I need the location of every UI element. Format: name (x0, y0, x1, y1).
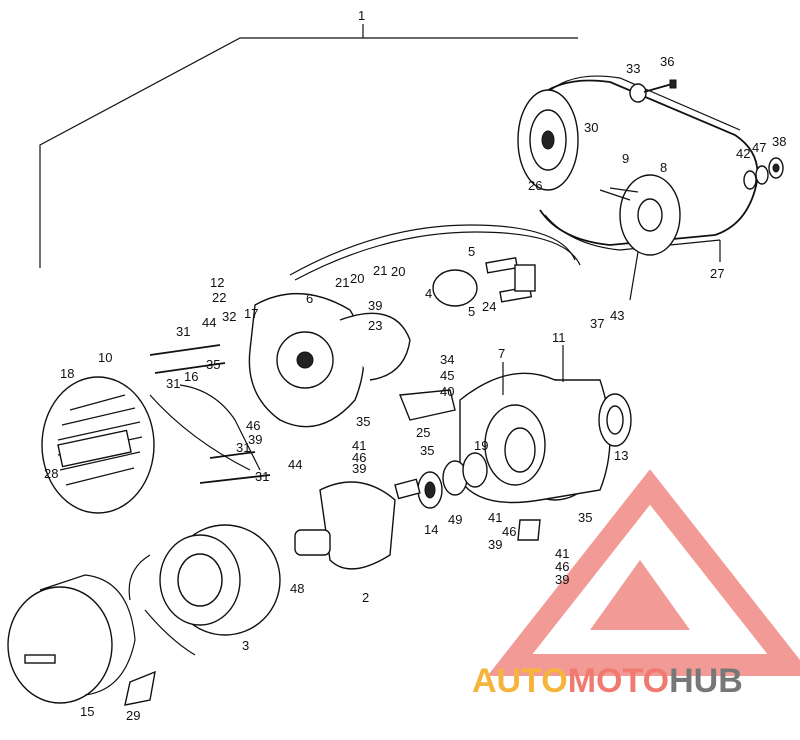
callout-26: 26 (528, 178, 542, 193)
callout-42: 42 (736, 146, 750, 161)
watermark-hub: HUB (669, 662, 743, 700)
fastener-group-16 (149, 384, 261, 471)
callout-31d: 31 (255, 469, 269, 484)
bearing-14-49 (417, 452, 488, 509)
stator-housing-7-11 (459, 372, 611, 541)
callout-45: 45 (440, 368, 454, 383)
svg-text:AUTOMOTOHUB: AUTOMOTOHUB (472, 662, 743, 700)
callout-46a: 46 (246, 418, 260, 433)
label-29 (124, 670, 156, 706)
callout-4: 4 (425, 286, 432, 301)
callout-39e: 39 (368, 298, 382, 313)
assembly-bracket (39, 24, 578, 268)
callout-20b: 20 (391, 264, 405, 279)
callout-1: 1 (358, 8, 365, 23)
callout-15: 15 (80, 704, 94, 719)
callout-46b: 46 (352, 450, 366, 465)
callout-41b: 41 (488, 510, 502, 525)
callout-39a: 39 (248, 432, 262, 447)
callout-17: 17 (244, 306, 258, 321)
callout-28: 28 (44, 466, 58, 481)
callout-31c: 31 (236, 440, 250, 455)
callout-19: 19 (474, 438, 488, 453)
callout-44b: 44 (288, 457, 302, 472)
callout-13: 13 (614, 448, 628, 463)
callout-30: 30 (584, 120, 598, 135)
callout-16: 16 (184, 369, 198, 384)
bolt-33-36 (629, 79, 677, 103)
callout-3: 3 (242, 638, 249, 653)
callout-41c: 41 (555, 546, 569, 561)
callout-21b: 21 (373, 263, 387, 278)
wiring-harness (289, 224, 581, 281)
callout-34: 34 (440, 352, 454, 367)
callout-14: 14 (424, 522, 438, 537)
callout-37: 37 (590, 316, 604, 331)
watermark-logo: AUTOMOTOHUB (472, 662, 743, 700)
callout-5a: 5 (468, 244, 475, 259)
callout-11: 11 (552, 330, 566, 345)
callout-31a: 31 (176, 324, 190, 339)
leader-lines (502, 187, 721, 395)
callout-39c: 39 (488, 537, 502, 552)
callout-6: 6 (306, 291, 313, 306)
terminal-plate (432, 256, 536, 307)
callout-39b: 39 (352, 461, 366, 476)
callout-10: 10 (98, 350, 112, 365)
callout-2: 2 (362, 590, 369, 605)
callout-38: 38 (772, 134, 786, 149)
callout-23: 23 (368, 318, 382, 333)
callout-35d: 35 (578, 510, 592, 525)
washers-42-47-38 (743, 157, 784, 190)
stator-3 (128, 524, 281, 656)
watermark-triangle (487, 469, 800, 676)
callout-48: 48 (290, 581, 304, 596)
callout-35a: 35 (206, 357, 220, 372)
callout-49: 49 (448, 512, 462, 527)
watermark-moto: MOTO (568, 662, 669, 700)
rotor-2 (294, 478, 421, 570)
callout-25: 25 (416, 425, 430, 440)
callout-22: 22 (212, 290, 226, 305)
callout-35b: 35 (356, 414, 370, 429)
callout-40: 40 (440, 384, 454, 399)
callout-24: 24 (482, 299, 496, 314)
callout-41a: 41 (352, 438, 366, 453)
callout-12: 12 (210, 275, 224, 290)
watermark-auto: AUTO (472, 662, 568, 700)
callout-8: 8 (660, 160, 667, 175)
callout-32: 32 (222, 309, 236, 324)
callout-44a: 44 (202, 315, 216, 330)
pulley-belt-assembly (517, 75, 759, 256)
callout-31b: 31 (166, 376, 180, 391)
callout-46d: 46 (555, 559, 569, 574)
end-bracket-6 (248, 292, 411, 428)
callout-7: 7 (498, 346, 505, 361)
band-15 (7, 574, 136, 704)
callout-21a: 21 (335, 275, 349, 290)
callout-9: 9 (622, 151, 629, 166)
callout-36: 36 (660, 54, 674, 69)
callout-33: 33 (626, 61, 640, 76)
callout-5b: 5 (468, 304, 475, 319)
callouts: 1 2 3 4 5 5 6 7 8 9 10 11 12 13 14 15 16… (44, 8, 786, 723)
bracket-25 (399, 389, 456, 421)
callout-29: 29 (126, 708, 140, 723)
callout-27: 27 (710, 266, 724, 281)
callout-43: 43 (610, 308, 624, 323)
rear-cover-10 (41, 376, 155, 514)
cover-plate-13 (598, 393, 632, 447)
callout-39d: 39 (555, 572, 569, 587)
through-bolts-31 (149, 344, 271, 484)
callout-18: 18 (60, 366, 74, 381)
callout-46c: 46 (502, 524, 516, 539)
callout-35c: 35 (420, 443, 434, 458)
callout-47: 47 (752, 140, 766, 155)
callout-20a: 20 (350, 271, 364, 286)
